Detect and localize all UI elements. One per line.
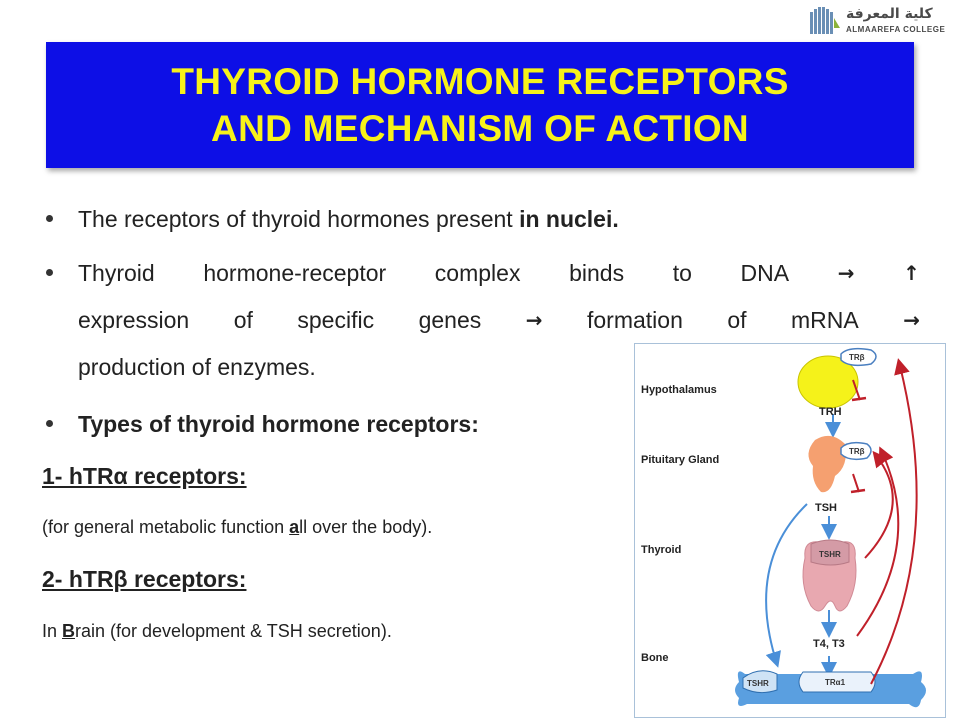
title-line-1: THYROID HORMONE RECEPTORS <box>171 61 789 102</box>
tshr-bone-receptor-icon <box>742 670 778 694</box>
receptor-tra1-label: TRα1 <box>825 678 846 687</box>
word: of <box>233 307 253 333</box>
label-thyroid: Thyroid <box>641 544 682 556</box>
bullet-1-text: The receptors of thyroid hormones presen… <box>78 206 520 232</box>
label-hypothalamus: Hypothalamus <box>641 384 717 396</box>
word: binds <box>569 260 625 286</box>
alpha-receptor-heading: 1- hTRα receptors: <box>42 463 247 489</box>
bullet-2-line-1: Thyroid hormone-receptor complex binds t… <box>78 258 920 288</box>
word: formation <box>586 307 683 333</box>
thyroid-axis-diagram: Hypothalamus Pituitary Gland Thyroid Bon… <box>634 343 946 718</box>
bullet-receptors-location: The receptors of thyroid hormones presen… <box>78 204 619 234</box>
beta-receptor-description: In Brain (for development & TSH secretio… <box>42 616 392 646</box>
hormone-t4-t3: T4, T3 <box>813 638 845 650</box>
hormone-tsh: TSH <box>815 502 837 514</box>
logo-english-text: ALMAAREFA COLLEGE <box>846 25 946 34</box>
desc-text: rain (for development & TSH secretion). <box>75 621 392 641</box>
diagram-graphics <box>735 347 926 708</box>
word: Thyroid <box>78 260 155 286</box>
receptor-trb-mid-label: TRβ <box>849 447 865 456</box>
tra1-receptor-icon <box>798 671 876 693</box>
desc-text: ll over the body). <box>299 517 433 537</box>
receptor-tshr-thyroid-label: TSHR <box>819 550 841 559</box>
logo-mark-icon <box>810 7 840 34</box>
label-bone: Bone <box>641 652 669 664</box>
word: genes <box>418 307 482 333</box>
tshr-thyroid-receptor-icon <box>810 539 850 566</box>
pituitary-shape <box>808 435 846 493</box>
word: of <box>727 307 747 333</box>
word: to <box>672 260 692 286</box>
desc-text: (for general metabolic function <box>42 517 290 537</box>
word: complex <box>434 260 521 286</box>
up-arrow-icon: ↑ <box>903 261 920 285</box>
receptor-tshr-bone-label: TSHR <box>747 679 769 688</box>
word: hormone-receptor <box>203 260 387 286</box>
trb-receptor-mid-icon <box>840 441 872 461</box>
title-line-2: AND MECHANISM OF ACTION <box>211 108 749 149</box>
title-banner: THYROID HORMONE RECEPTORS AND MECHANISM … <box>46 42 914 168</box>
desc-text: In <box>42 621 63 641</box>
word: expression <box>78 307 190 333</box>
receptor-trb-top-label: TRβ <box>849 353 865 362</box>
right-arrow-icon: → <box>525 308 543 332</box>
desc-highlight: a <box>289 517 300 537</box>
trb-receptor-top-icon <box>840 347 877 367</box>
bullet-dot <box>46 420 53 427</box>
college-logo: كلية المعرفة ALMAAREFA COLLEGE <box>808 6 954 38</box>
alpha-receptor-description: (for general metabolic function all over… <box>42 512 432 542</box>
bullet-2-line-3: production of enzymes. <box>78 354 316 380</box>
beta-receptor-heading: 2- hTRβ receptors: <box>42 566 247 592</box>
bullet-2-line-2: expression of specific genes → formation… <box>78 305 920 335</box>
bullet-1-bold: in nuclei. <box>519 206 619 232</box>
logo-arabic-text: كلية المعرفة <box>846 6 933 22</box>
word: DNA <box>740 260 790 286</box>
bullet-receptor-types: Types of thyroid hormone receptors: <box>78 411 479 437</box>
word: mRNA <box>791 307 859 333</box>
hypothalamus-shape <box>797 355 859 409</box>
label-pituitary: Pituitary Gland <box>641 454 720 466</box>
hormone-trh: TRH <box>819 406 842 418</box>
bullet-dot <box>46 269 53 276</box>
right-arrow-icon: → <box>903 308 920 332</box>
right-arrow-icon: → <box>837 261 855 285</box>
word: specific <box>297 307 375 333</box>
bullet-dot <box>46 215 53 222</box>
desc-highlight: B <box>62 621 76 641</box>
